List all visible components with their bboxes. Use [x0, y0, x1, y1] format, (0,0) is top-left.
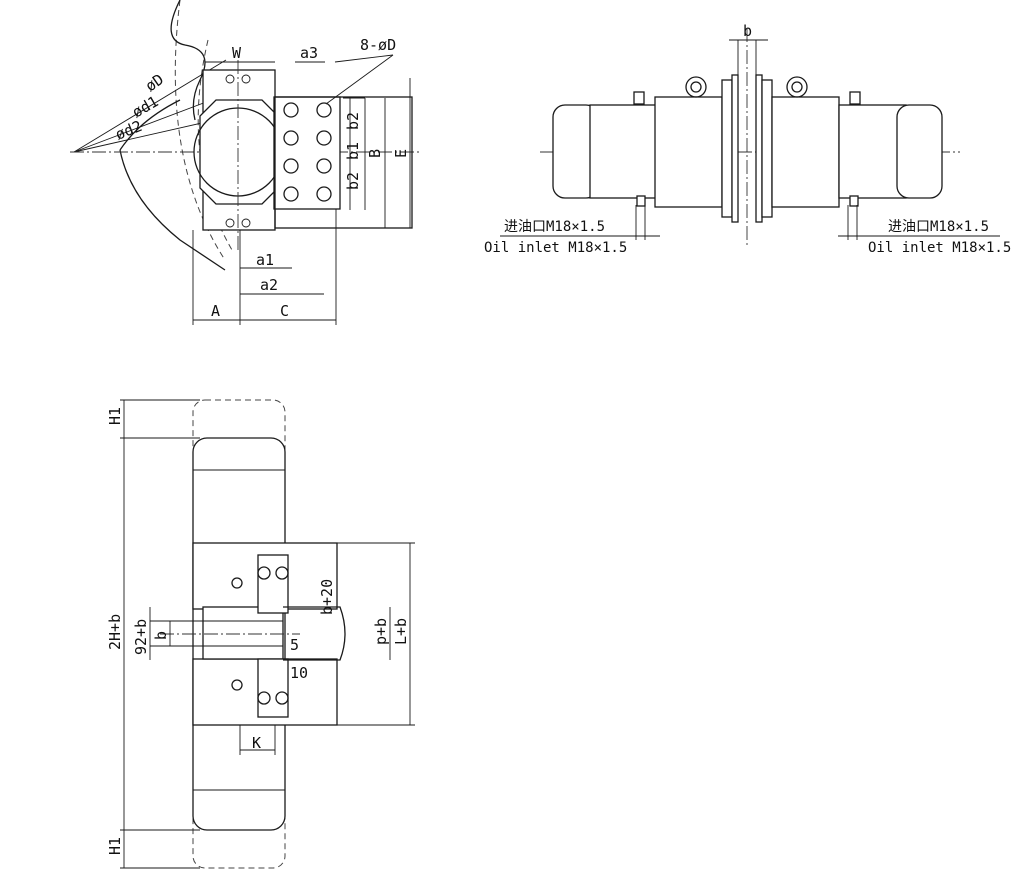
label-a2: a2 — [260, 276, 278, 294]
label-d2: ød2 — [113, 117, 145, 144]
label-a3: a3 — [300, 44, 318, 62]
label-b1: b1 — [344, 142, 362, 160]
mounting-holes — [283, 102, 332, 202]
label-H1-bottom: H1 — [106, 837, 124, 855]
label-b: b — [152, 631, 170, 640]
right-motor-head — [771, 96, 840, 208]
plan-view: H1 2H+b 92+b b b+20 p+b L+b 5 10 K H1 — [106, 399, 415, 869]
label-B: B — [366, 149, 384, 158]
left-motor-body — [589, 104, 658, 199]
break-line-lower — [119, 149, 226, 271]
bolt-assembly-bottom — [257, 658, 289, 718]
right-motor-body — [838, 104, 907, 199]
inlet-right-en: Oil inlet M18×1.5 — [868, 240, 1011, 256]
inlet-left-en: Oil inlet M18×1.5 — [484, 240, 627, 256]
label-W: W — [232, 44, 242, 62]
label-2Hb: 2H+b — [106, 614, 124, 650]
left-motor-head — [654, 96, 723, 208]
label-pb: p+b — [372, 618, 390, 645]
lifting-eye-left — [685, 76, 707, 98]
label-b2-top: b2 — [344, 112, 362, 130]
label-H1-top: H1 — [106, 407, 124, 425]
label-side-b: b — [743, 22, 752, 40]
outer-frame — [274, 96, 413, 229]
lifting-eye-right — [786, 76, 808, 98]
ray-d2 — [73, 119, 216, 153]
label-K: K — [252, 734, 261, 752]
right-flange — [761, 79, 773, 218]
label-A: A — [211, 302, 220, 320]
left-flange — [721, 79, 733, 218]
label-d1: ød1 — [129, 92, 161, 121]
label-10: 10 — [290, 664, 308, 682]
oil-plug-left — [633, 91, 645, 105]
label-a1: a1 — [256, 251, 274, 269]
break-line — [170, 0, 206, 121]
label-holes: 8-øD — [360, 36, 396, 54]
inlet-right-cn: 进油口M18×1.5 — [888, 219, 989, 235]
label-b2-bottom: b2 — [344, 172, 362, 190]
label-E: E — [392, 149, 410, 158]
arc-d — [174, 0, 226, 261]
label-92b: 92+b — [132, 619, 150, 655]
ray-d — [73, 59, 227, 153]
ray-d1 — [73, 95, 223, 153]
center-joint — [202, 606, 284, 660]
label-Lb: L+b — [392, 618, 410, 645]
octagon-body — [199, 99, 279, 205]
label-D: øD — [142, 70, 167, 95]
inlet-left-cn: 进油口M18×1.5 — [504, 219, 605, 235]
oil-plug-right — [849, 91, 861, 105]
right-motor-cap — [896, 104, 943, 199]
front-view: W a3 8-øD øD ød1 ød2 b2 b1 b2 B E a1 a2 … — [70, 0, 420, 325]
label-b20: b+20 — [318, 579, 336, 615]
label-5: 5 — [290, 636, 299, 654]
bolt-assembly-top — [257, 554, 289, 614]
side-view: b 进油口M18×1.5 Oil inlet M18×1.5 进油口M18×1.… — [484, 22, 1011, 256]
label-C: C — [280, 302, 289, 320]
